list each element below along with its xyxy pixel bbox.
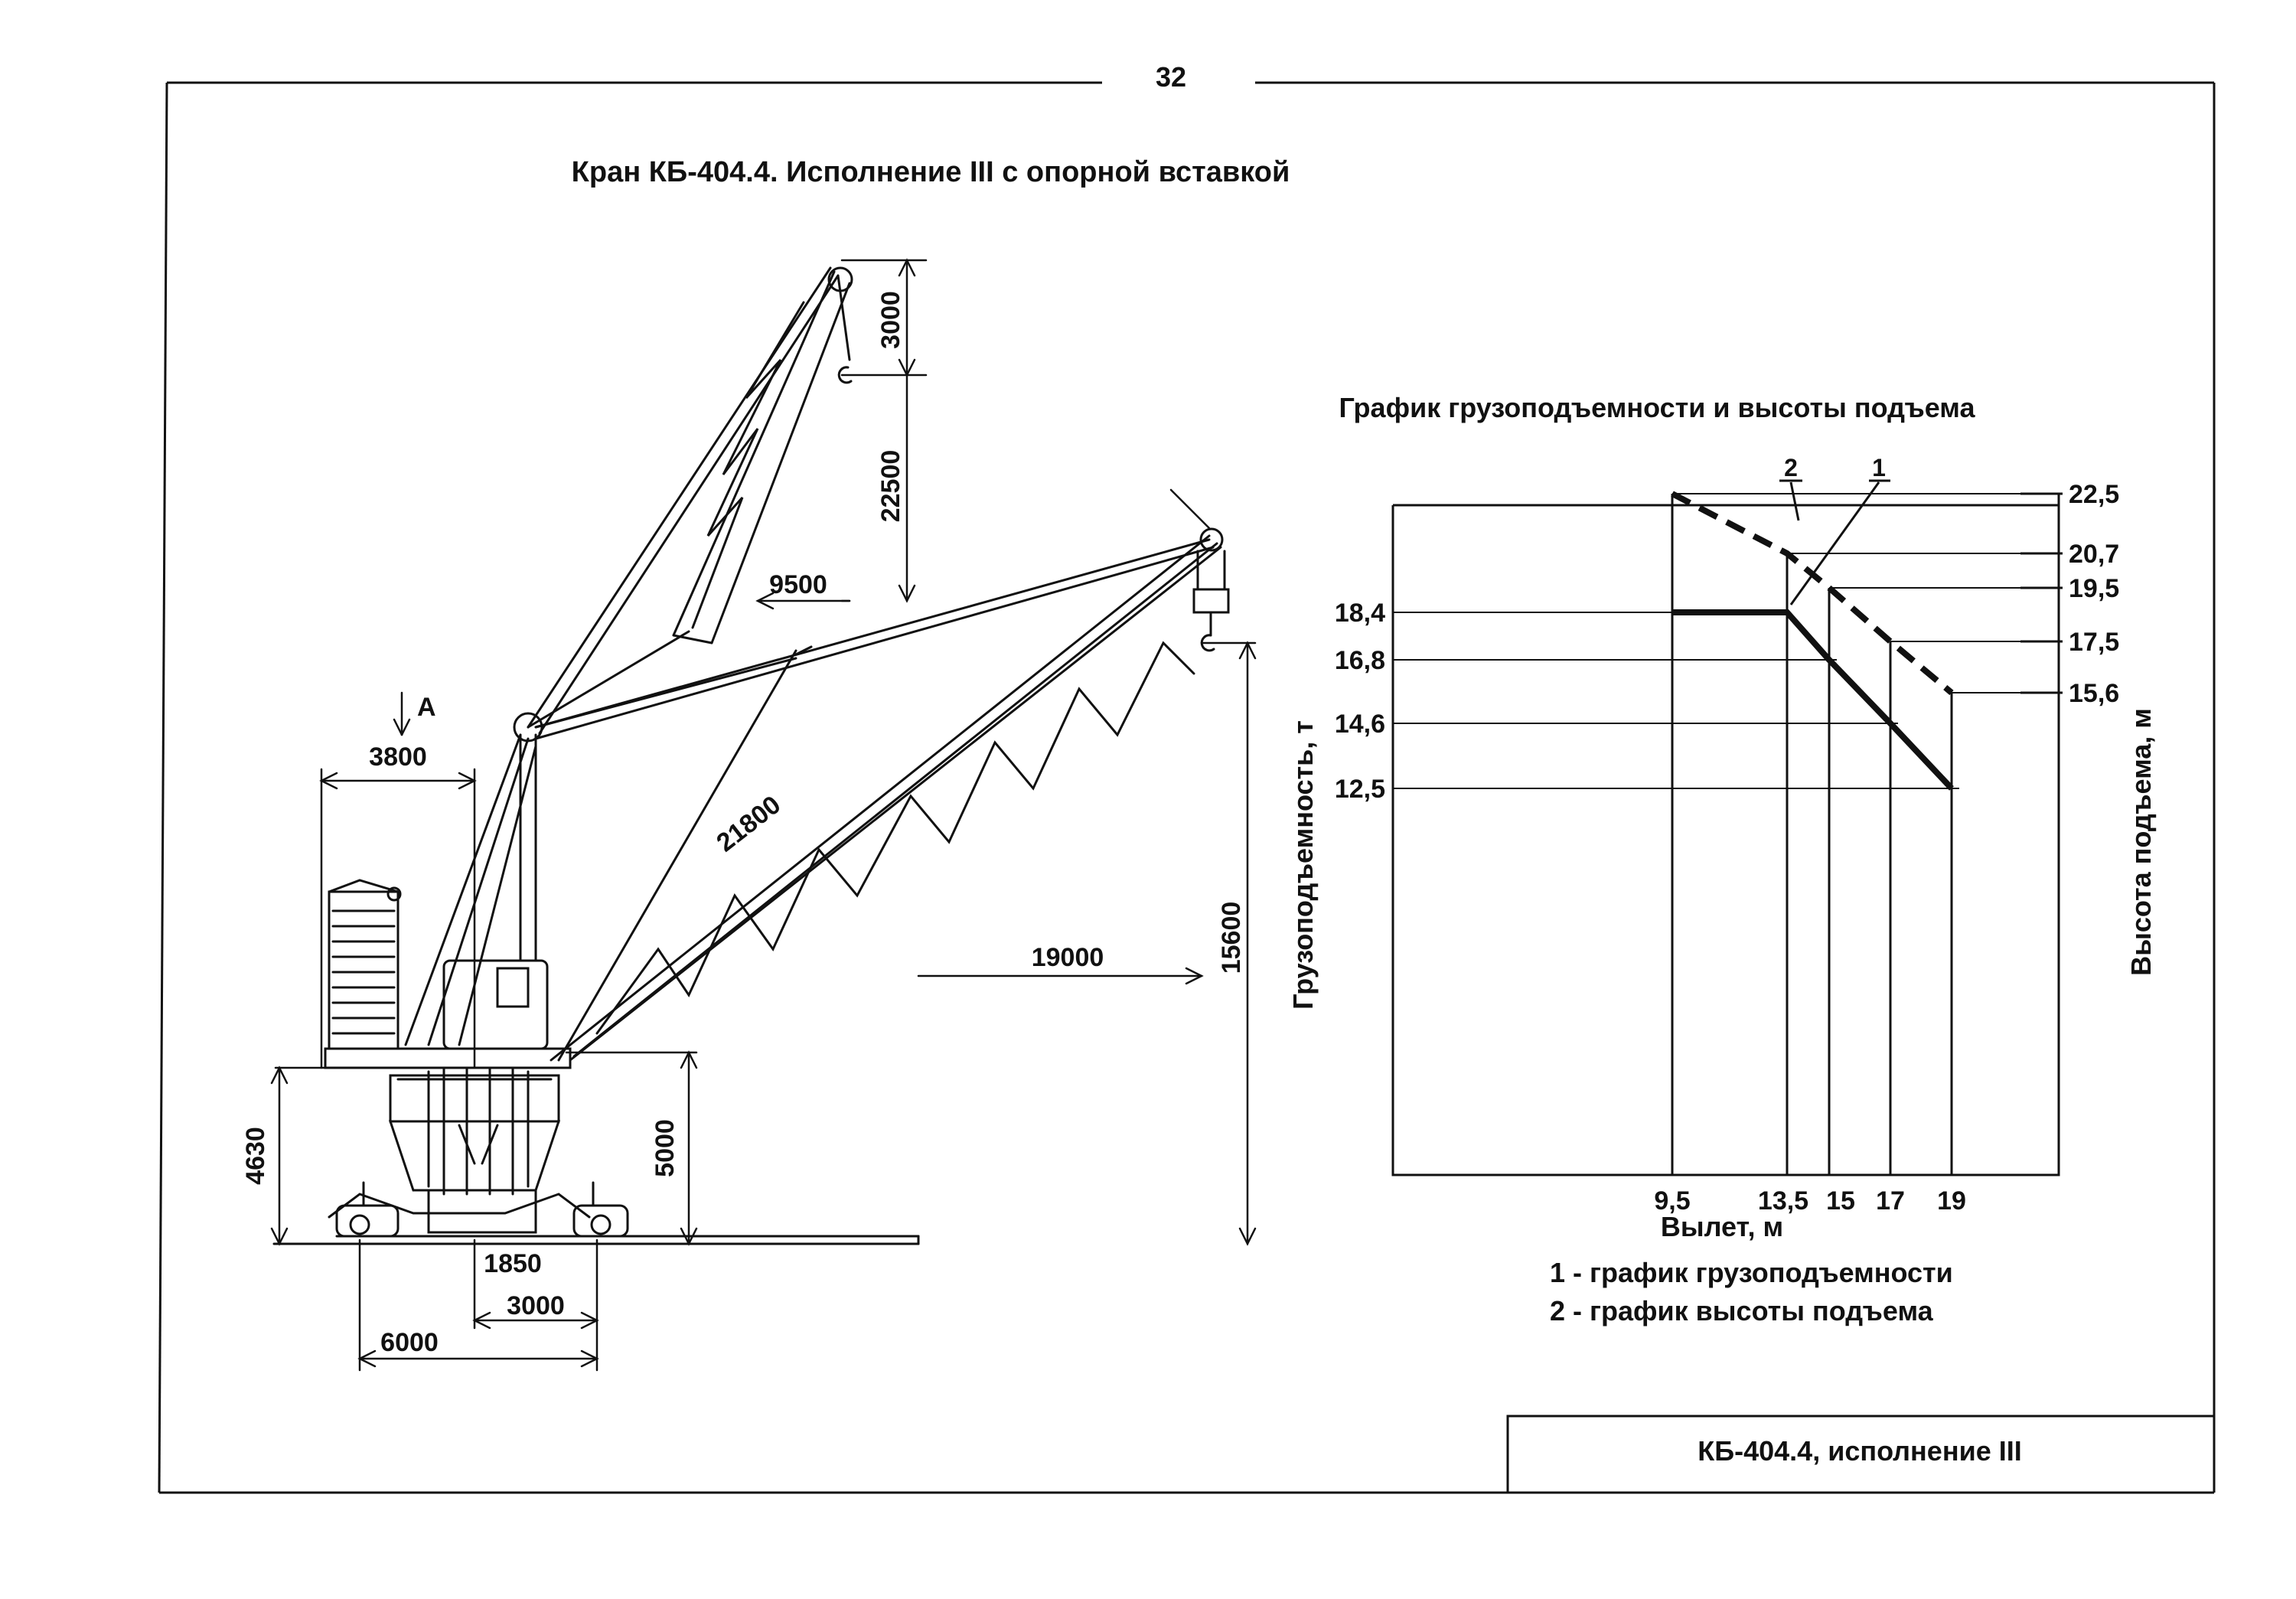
- curve-label-2-leader: [1789, 481, 1800, 521]
- y-right-tick-label: 15,6: [2069, 679, 2119, 708]
- graph-frame: [1391, 492, 2063, 1176]
- graph-xlabel: Вылет, м: [1661, 1211, 1783, 1242]
- dim-3000-top: 3000: [876, 291, 905, 349]
- page-number: 32: [1156, 61, 1186, 93]
- page-frame: [158, 81, 2216, 1494]
- crane-base: [272, 1066, 920, 1245]
- y-right-tick-label: 22,5: [2069, 480, 2119, 509]
- dim-21800: 21800: [711, 790, 786, 857]
- curve-label-1-leader: [1789, 481, 1880, 605]
- curve-label-2: 2: [1784, 454, 1798, 481]
- series-1-line: [1672, 609, 1954, 791]
- dim-22500: 22500: [876, 450, 905, 523]
- y-left-tick-label: 18,4: [1335, 599, 1385, 628]
- y-right-tick-label: 19,5: [2069, 574, 2119, 603]
- crane-drawing: [270, 258, 1257, 1372]
- x-tick-label: 9,5: [1654, 1186, 1690, 1216]
- y-left-tick-label: 12,5: [1335, 775, 1385, 804]
- dimension-arrows: [270, 258, 1257, 1368]
- boom-working: [534, 527, 1230, 1062]
- legend-item-2: 2 - график высоты подъема: [1550, 1295, 1934, 1327]
- boom-raised: [527, 266, 853, 735]
- title-block-text: КБ-404.4, исполнение III: [1698, 1435, 2021, 1467]
- y-left-tick-label: 16,8: [1335, 646, 1385, 675]
- counterweight: [328, 890, 400, 1050]
- turntable: [324, 879, 572, 1069]
- legend-item-1: 1 - график грузоподъемности: [1550, 1257, 1953, 1288]
- x-tick-label: 17: [1876, 1186, 1905, 1216]
- graph-ylabel-left: Грузоподъемность, т: [1287, 720, 1319, 1010]
- title-block: [1506, 1415, 2214, 1493]
- dimension-labels: 3000 22500 9500 А 3800 21800 19000 15600…: [241, 291, 1246, 1357]
- page-title: Кран КБ-404.4. Исполнение III с опорной …: [572, 156, 1290, 188]
- dim-3000-bottom: 3000: [507, 1291, 565, 1320]
- dim-1850: 1850: [484, 1249, 542, 1278]
- dim-19000: 19000: [1032, 943, 1104, 972]
- y-right-tick-label: 17,5: [2069, 628, 2119, 657]
- chart-plot: 9,5 13,5 15 17 19 18,4 16,8 14,6 12,5 22,5 20,7 19,…: [1335, 480, 2119, 1216]
- x-tick-label: 19: [1937, 1186, 1966, 1216]
- graph-title: График грузоподъемности и высоты подъема: [1339, 392, 1976, 423]
- graph-labels: 2 1 Вылет, м Грузоподъемность, т Высота …: [1287, 454, 2157, 1327]
- x-tick-label: 15: [1826, 1186, 1855, 1216]
- dim-15600: 15600: [1217, 902, 1246, 974]
- dim-9500: 9500: [769, 570, 827, 599]
- y-right-tick-label: 20,7: [2069, 540, 2119, 569]
- series-2-line: [1671, 491, 1954, 696]
- graph-ylabel-right: Высота подъема, м: [2125, 708, 2157, 976]
- dim-6000: 6000: [380, 1328, 439, 1357]
- dim-3800: 3800: [369, 742, 427, 772]
- dimension-lines: [274, 259, 1257, 1372]
- dim-4630: 4630: [241, 1127, 270, 1185]
- label-a: А: [417, 693, 436, 722]
- x-tick-label: 13,5: [1758, 1186, 1808, 1216]
- curve-label-1: 1: [1872, 454, 1886, 481]
- y-left-tick-label: 14,6: [1335, 710, 1385, 739]
- dim-5000: 5000: [651, 1119, 680, 1177]
- tower: [404, 712, 543, 1046]
